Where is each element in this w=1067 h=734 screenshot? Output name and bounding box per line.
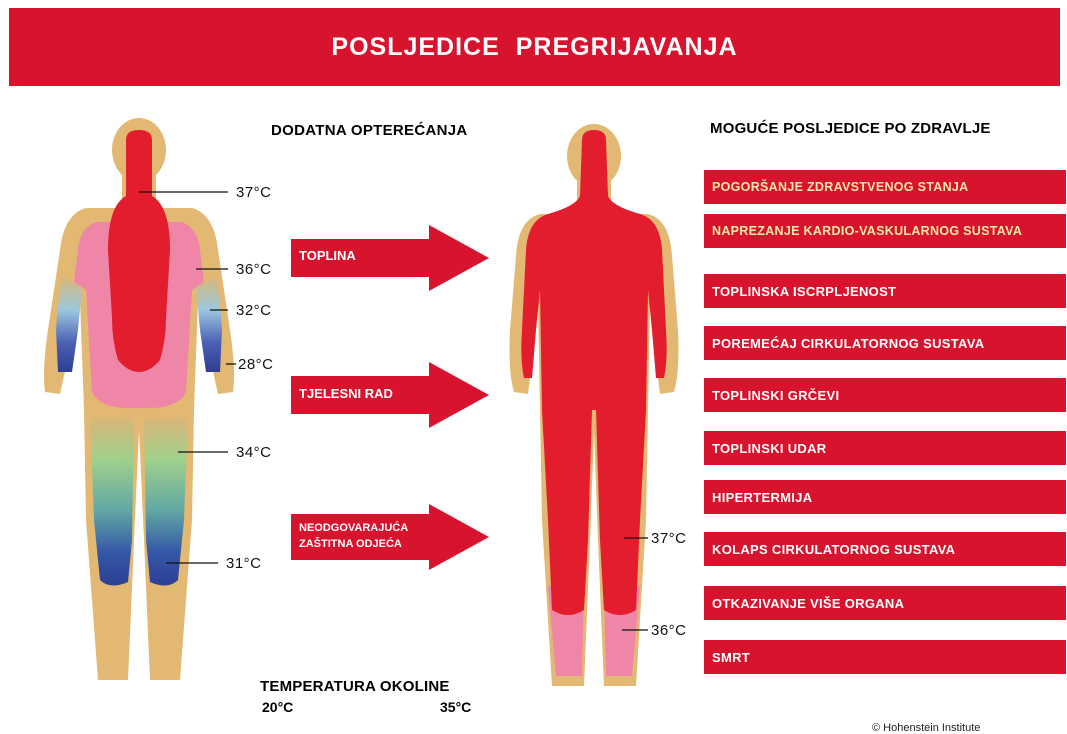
temp-label-thigh: 34°C (236, 444, 272, 461)
consequence-item: KOLAPS CIRKULATORNOG SUSTAVA (704, 532, 1066, 566)
stressor-label-clothing-line1: NEODGOVARAJUĆA (299, 522, 409, 534)
temp-label-right-foot: 36°C (651, 622, 687, 639)
health-consequences-heading: MOGUĆE POSLJEDICE PO ZDRAVLJE (710, 120, 991, 137)
temp-label-calf: 31°C (226, 555, 262, 572)
additional-loads-heading: DODATNA OPTEREĆANJA (271, 122, 468, 139)
temp-label-core: 37°C (236, 184, 272, 201)
page-title: POSLJEDICE PREGRIJAVANJA (331, 32, 738, 61)
stressor-label-clothing-line2: ZAŠTITNA ODJEĆA (299, 538, 402, 550)
consequence-item: TOPLINSKI GRČEVI (704, 378, 1066, 412)
consequence-item: HIPERTERMIJA (704, 480, 1066, 514)
consequence-item: POGORŠANJE ZDRAVSTVENOG STANJA (704, 170, 1066, 204)
ambient-temperature-low: 20°C (262, 699, 294, 715)
ambient-temperature-label: TEMPERATURA OKOLINE (260, 678, 450, 695)
title-banner: POSLJEDICE PREGRIJAVANJA (9, 8, 1060, 86)
consequence-item: NAPREZANJE KARDIO-VASKULARNOG SUSTAVA (704, 214, 1066, 248)
consequence-item: TOPLINSKI UDAR (704, 431, 1066, 465)
credit-text: © Hohenstein Institute (872, 722, 981, 734)
left-body-figure (44, 118, 234, 680)
ambient-temperature-high: 35°C (440, 699, 472, 715)
consequence-item: TOPLINSKA ISCRPLJENOST (704, 274, 1066, 308)
stressor-arrow-heat: TOPLINA (291, 225, 491, 291)
temp-label-torso: 36°C (236, 261, 272, 278)
right-body-figure (509, 124, 679, 686)
stressor-arrow-clothing: NEODGOVARAJUĆA ZAŠTITNA ODJEĆA (291, 504, 491, 570)
temp-label-upper-arm: 32°C (236, 302, 272, 319)
temp-label-right-leg: 37°C (651, 530, 687, 547)
stressor-label-physical-work: TJELESNI RAD (299, 386, 393, 401)
stressor-arrow-physical-work: TJELESNI RAD (291, 362, 491, 428)
consequence-item: SMRT (704, 640, 1066, 674)
temp-label-hand: 28°C (238, 356, 274, 373)
stressor-label-heat: TOPLINA (299, 248, 356, 263)
consequence-item: POREMEĆAJ CIRKULATORNOG SUSTAVA (704, 326, 1066, 360)
consequence-item: OTKAZIVANJE VIŠE ORGANA (704, 586, 1066, 620)
